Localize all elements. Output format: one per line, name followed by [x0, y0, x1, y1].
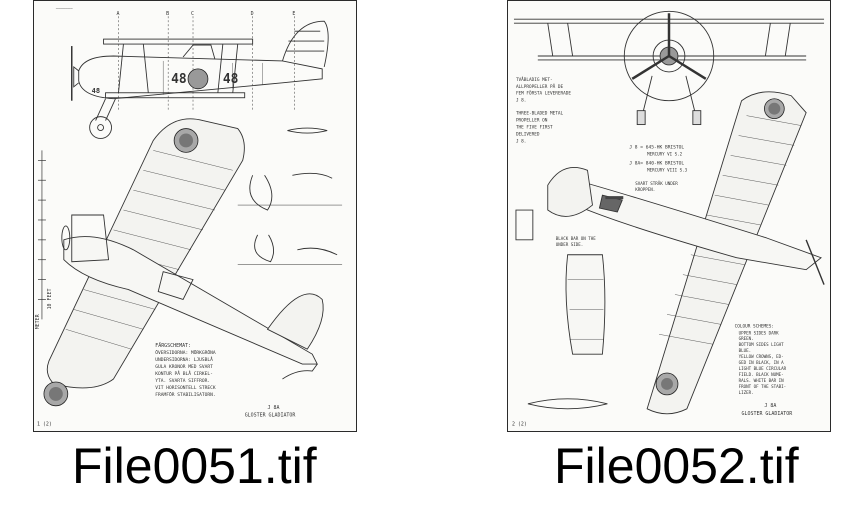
scale-label-meter: METER: [35, 314, 41, 329]
svg-text:KONTUR PÅ BLÅ CIRKEL-: KONTUR PÅ BLÅ CIRKEL-: [155, 370, 213, 377]
colour-notes-en: COLOUR SCHEMES: UPPER SIDES DARK GREEN. …: [735, 323, 787, 395]
black-bar-note: BLACK BAR ON THE UNDER SIDE.: [556, 236, 597, 247]
svg-text:BLUE.: BLUE.: [739, 348, 752, 353]
section-letter-d: D: [251, 11, 254, 17]
svg-text:BOTTOM SIDES LIGHT: BOTTOM SIDES LIGHT: [739, 342, 785, 347]
fuselage-number-left: 48: [171, 72, 187, 87]
svg-text:SVART STRÅK UNDER: SVART STRÅK UNDER: [635, 181, 678, 186]
svg-text:LIZER.: LIZER.: [739, 390, 754, 395]
svg-text:UNDERSIDORNA: LJUSBLÅ: UNDERSIDORNA: LJUSBLÅ: [155, 356, 213, 363]
model-code-2: J 8A: [764, 403, 776, 409]
aircraft-drawing-1: ———————: [35, 5, 343, 428]
filename-label-1[interactable]: File0051.tif: [72, 438, 317, 494]
svg-text:PROPELLER ON: PROPELLER ON: [516, 118, 548, 124]
page-number-1: 1 (2): [37, 422, 52, 428]
svg-text:COLOUR SCHEMES:: COLOUR SCHEMES:: [735, 323, 774, 329]
thumbnail-image-1[interactable]: ———————: [33, 0, 357, 432]
section-letter-b: B: [166, 11, 169, 17]
svg-text:FRONT OF THE STABI-: FRONT OF THE STABI-: [739, 384, 787, 389]
svg-text:FÄRGSCHEMAT:: FÄRGSCHEMAT:: [155, 342, 191, 349]
svg-text:48: 48: [92, 87, 100, 95]
section-letter-e: E: [292, 11, 295, 17]
propeller-note-sv: TVÅBLADIG MET- ALLPROPELLER PÅ DE FEM FÖ…: [516, 76, 571, 104]
svg-text:DELIVERED: DELIVERED: [516, 132, 540, 138]
svg-text:J 8A= 840-HK BRISTOL: J 8A= 840-HK BRISTOL: [629, 160, 684, 166]
svg-text:J 8.: J 8.: [516, 98, 527, 104]
model-name-1: GLOSTER GLADIATOR: [245, 413, 296, 419]
model-code-1: J 8A: [268, 405, 280, 411]
propeller-note-en: THREE-BLADED METAL PROPELLER ON THE FIVE…: [516, 111, 564, 145]
model-name-2: GLOSTER GLADIATOR: [742, 411, 793, 417]
file-tile-1[interactable]: ———————: [0, 0, 420, 524]
page-number-2: 2 (2): [512, 422, 527, 428]
filename-label-2[interactable]: File0052.tif: [554, 438, 799, 494]
svg-text:YELLOW CROWNS, ED-: YELLOW CROWNS, ED-: [739, 354, 784, 359]
svg-text:GED IN BLACK, IN A: GED IN BLACK, IN A: [739, 360, 785, 365]
svg-text:BLACK BAR ON THE: BLACK BAR ON THE: [556, 236, 597, 241]
scale-label-feet: 10 FEET: [47, 289, 53, 310]
svg-text:FRAMFÖR STABILISATORN.: FRAMFÖR STABILISATORN.: [155, 391, 215, 398]
svg-text:FEM FÖRSTA LEVERERADE: FEM FÖRSTA LEVERERADE: [516, 90, 571, 97]
svg-text:MERCURY VIII S.3: MERCURY VIII S.3: [647, 167, 688, 172]
svg-text:J 8.: J 8.: [516, 138, 527, 144]
svg-text:RALS. WHITE BAR IN: RALS. WHITE BAR IN: [739, 378, 785, 383]
svg-text:FIELD. BLACK NUME-: FIELD. BLACK NUME-: [739, 372, 784, 377]
svg-text:THREE-BLADED METAL: THREE-BLADED METAL: [516, 111, 564, 117]
svg-text:MERCURY VI S.2: MERCURY VI S.2: [647, 151, 683, 156]
section-letter-a: A: [116, 11, 119, 17]
svg-text:ALLPROPELLER PÅ DE: ALLPROPELLER PÅ DE: [516, 83, 564, 90]
svg-text:LIGHT BLUE CIRCULAR: LIGHT BLUE CIRCULAR: [739, 366, 787, 371]
svg-text:UNDER SIDE.: UNDER SIDE.: [556, 242, 584, 247]
colour-notes-sv: FÄRGSCHEMAT: ÖVERSIDORNA: MÖRKGRÖNA UNDE…: [155, 342, 216, 398]
thumbnail-image-2[interactable]: TVÅBLADIG MET- ALLPROPELLER PÅ DE FEM FÖ…: [507, 0, 831, 432]
svg-text:TVÅBLADIG MET-: TVÅBLADIG MET-: [516, 76, 553, 83]
underside-note-sv: SVART STRÅK UNDER KROPPEN.: [635, 181, 678, 192]
svg-text:UPPER SIDES DARK: UPPER SIDES DARK: [739, 330, 780, 335]
svg-text:KROPPEN.: KROPPEN.: [635, 187, 655, 192]
svg-text:J 8 = 645-HK BRISTOL: J 8 = 645-HK BRISTOL: [629, 144, 684, 150]
svg-text:YTA. SVARTA SIFFROR.: YTA. SVARTA SIFFROR.: [155, 378, 210, 384]
engine-note: J 8 = 645-HK BRISTOL MERCURY VI S.2 J 8A…: [629, 144, 687, 172]
svg-text:ÖVERSIDORNA: MÖRKGRÖNA: ÖVERSIDORNA: MÖRKGRÖNA: [155, 349, 216, 356]
fuselage-number-right: 48: [223, 72, 239, 87]
file-tile-2[interactable]: TVÅBLADIG MET- ALLPROPELLER PÅ DE FEM FÖ…: [420, 0, 853, 524]
svg-text:THE FIVE FIRST: THE FIVE FIRST: [516, 125, 553, 131]
svg-text:GULA KRONOR MED SVART: GULA KRONOR MED SVART: [155, 364, 213, 370]
svg-text:VIT HORISONTELL STRECK: VIT HORISONTELL STRECK: [155, 385, 216, 391]
aircraft-drawing-2: TVÅBLADIG MET- ALLPROPELLER PÅ DE FEM FÖ…: [512, 10, 825, 428]
svg-text:GREEN.: GREEN.: [739, 336, 754, 341]
section-letter-c: C: [191, 11, 194, 17]
svg-text:———————: ———————: [56, 5, 73, 10]
